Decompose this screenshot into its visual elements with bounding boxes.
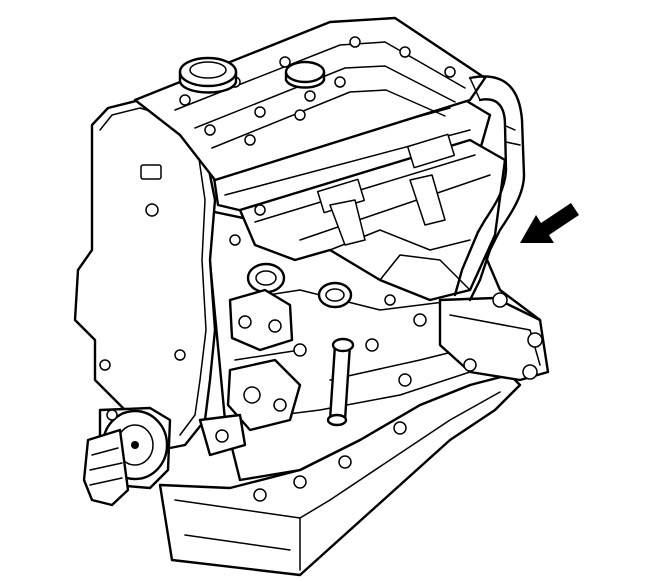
cam-cover	[133, 16, 487, 182]
alternator-bracket	[198, 358, 302, 457]
engine-mount-bracket	[398, 292, 550, 387]
coolant-hose	[453, 75, 526, 302]
oil-pan	[158, 368, 522, 577]
thermostat-housing	[228, 262, 353, 352]
arrow-down-left-icon	[520, 203, 579, 243]
oil-filler-cap	[178, 56, 238, 94]
intake-manifold	[238, 133, 507, 302]
block-bolts	[229, 204, 427, 357]
oil-filter	[82, 428, 130, 507]
breather-cap	[284, 60, 326, 89]
dipstick-tube	[326, 337, 355, 427]
